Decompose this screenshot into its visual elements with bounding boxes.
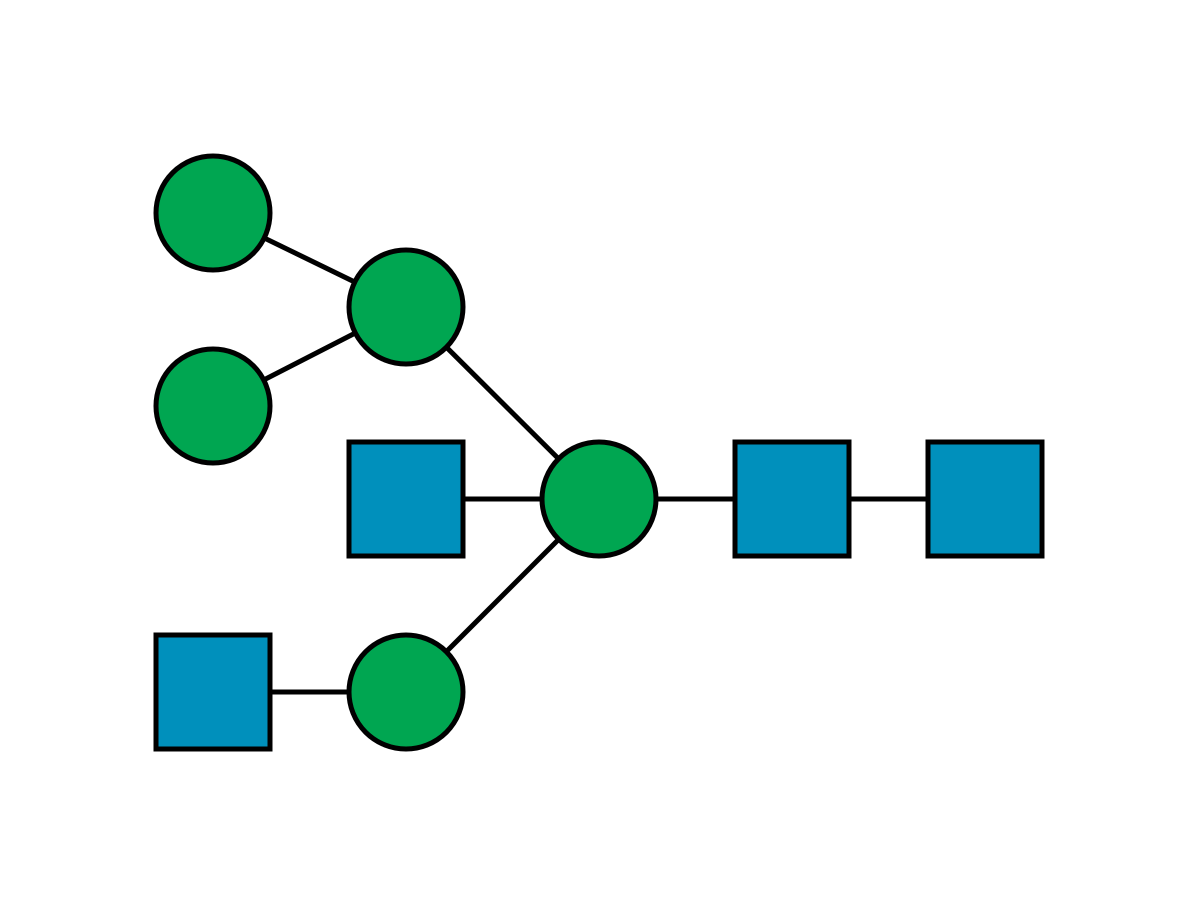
blue-square-node-n4 — [346, 439, 466, 559]
nodes-layer — [153, 153, 1045, 752]
green-circle-node-n5 — [539, 439, 659, 559]
blue-square-node-n7 — [925, 439, 1045, 559]
blue-square-node-n8 — [153, 632, 273, 752]
green-circle-node-n9 — [346, 632, 466, 752]
blue-square-node-n6 — [732, 439, 852, 559]
green-circle-node-n2 — [153, 346, 273, 466]
green-circle-node-n3 — [346, 247, 466, 367]
green-circle-node-n1 — [153, 153, 273, 273]
